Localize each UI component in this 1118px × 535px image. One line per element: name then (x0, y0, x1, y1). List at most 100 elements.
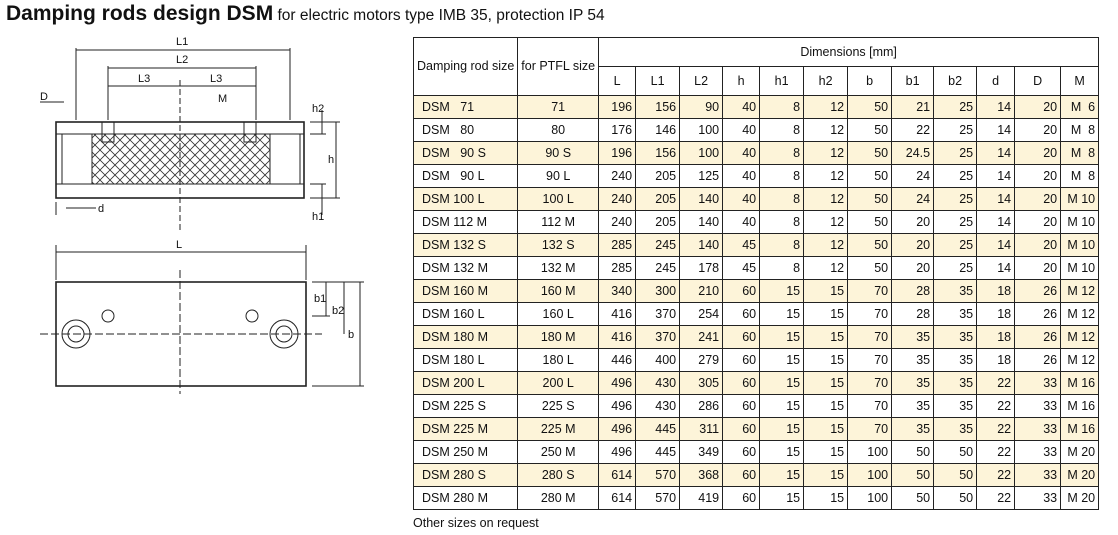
cell-dim: 12 (803, 256, 849, 280)
cell-dim: 445 (635, 417, 681, 441)
cell-dim: 12 (803, 118, 849, 142)
cell-dim: 15 (759, 394, 805, 418)
cell-dim: 33 (1014, 440, 1062, 464)
cell-ptfl-size: 160 M (517, 279, 600, 303)
cell-dim: 15 (759, 463, 805, 487)
cell-dim: 60 (722, 394, 761, 418)
cell-dim: 15 (759, 417, 805, 441)
cell-dim: 50 (891, 486, 935, 510)
cell-rod-size: DSM 90 L (412, 164, 519, 188)
label-b: b (348, 329, 354, 341)
cell-dim: 419 (679, 486, 724, 510)
cell-dim: 311 (679, 417, 724, 441)
header-dim-9: d (976, 66, 1016, 96)
header-ptfl-size: for PTFL size (517, 37, 600, 96)
cell-dim: 285 (598, 233, 637, 257)
cell-dim: 8 (759, 141, 805, 165)
cell-rod-size: DSM 80 (412, 118, 519, 142)
cell-dim: M 8 (1060, 164, 1100, 188)
cell-dim: M 20 (1060, 440, 1100, 464)
cell-dim: 22 (976, 440, 1016, 464)
cell-dim: 60 (722, 463, 761, 487)
top-view (40, 245, 364, 394)
cell-dim: 125 (679, 164, 724, 188)
cell-dim: M 8 (1060, 118, 1100, 142)
cell-dim: 70 (847, 394, 893, 418)
cell-dim: 70 (847, 348, 893, 372)
cell-dim: 18 (976, 302, 1016, 326)
cell-dim: 20 (891, 233, 935, 257)
cell-dim: 140 (679, 210, 724, 234)
cell-dim: 146 (635, 118, 681, 142)
label-L: L (176, 239, 182, 251)
cell-dim: 60 (722, 325, 761, 349)
cell-dim: 614 (598, 463, 637, 487)
cell-dim: M 10 (1060, 210, 1100, 234)
cell-dim: 245 (635, 256, 681, 280)
cell-rod-size: DSM 225 M (412, 417, 519, 441)
cell-dim: 45 (722, 233, 761, 257)
cell-dim: 50 (891, 463, 935, 487)
cell-dim: 430 (635, 394, 681, 418)
cell-dim: 15 (803, 279, 849, 303)
cell-dim: 15 (803, 302, 849, 326)
cell-rod-size: DSM 250 M (412, 440, 519, 464)
cell-rod-size: DSM 160 M (412, 279, 519, 303)
cell-ptfl-size: 132 S (517, 233, 600, 257)
label-b1: b1 (314, 293, 326, 305)
cell-dim: 496 (598, 417, 637, 441)
cell-dim: 60 (722, 348, 761, 372)
cell-dim: 26 (1014, 302, 1062, 326)
cell-dim: 35 (933, 279, 978, 303)
cell-dim: 14 (976, 141, 1016, 165)
cell-dim: 15 (803, 371, 849, 395)
cell-dim: 28 (891, 279, 935, 303)
cell-dim: 245 (635, 233, 681, 257)
cell-dim: 12 (803, 164, 849, 188)
label-h1: h1 (312, 211, 324, 223)
cell-dim: 14 (976, 256, 1016, 280)
header-rod-size: Damping rod size (412, 37, 519, 96)
cell-dim: 416 (598, 302, 637, 326)
cell-dim: 8 (759, 210, 805, 234)
cell-dim: 50 (847, 210, 893, 234)
cell-dim: 15 (759, 325, 805, 349)
cell-dim: 35 (933, 325, 978, 349)
cell-dim: 50 (847, 95, 893, 119)
cell-dim: 15 (759, 371, 805, 395)
cell-dim: 15 (759, 279, 805, 303)
cell-dim: 60 (722, 371, 761, 395)
label-b2: b2 (332, 305, 344, 317)
cell-ptfl-size: 200 L (517, 371, 600, 395)
label-h: h (328, 154, 334, 166)
cell-dim: 22 (976, 417, 1016, 441)
cell-dim: 240 (598, 210, 637, 234)
cell-rod-size: DSM 160 L (412, 302, 519, 326)
cell-dim: 570 (635, 463, 681, 487)
cell-ptfl-size: 280 S (517, 463, 600, 487)
cell-dim: 28 (891, 302, 935, 326)
cell-ptfl-size: 225 M (517, 417, 600, 441)
cell-dim: 60 (722, 302, 761, 326)
cell-dim: 8 (759, 233, 805, 257)
header-dim-2: L2 (679, 66, 724, 96)
cell-dim: 279 (679, 348, 724, 372)
cell-dim: 35 (933, 371, 978, 395)
header-dim-5: h2 (803, 66, 849, 96)
cell-dim: 40 (722, 187, 761, 211)
cell-dim: 22 (976, 394, 1016, 418)
cell-dim: M 10 (1060, 256, 1100, 280)
cell-dim: 21 (891, 95, 935, 119)
cell-dim: 178 (679, 256, 724, 280)
cell-dim: 14 (976, 95, 1016, 119)
